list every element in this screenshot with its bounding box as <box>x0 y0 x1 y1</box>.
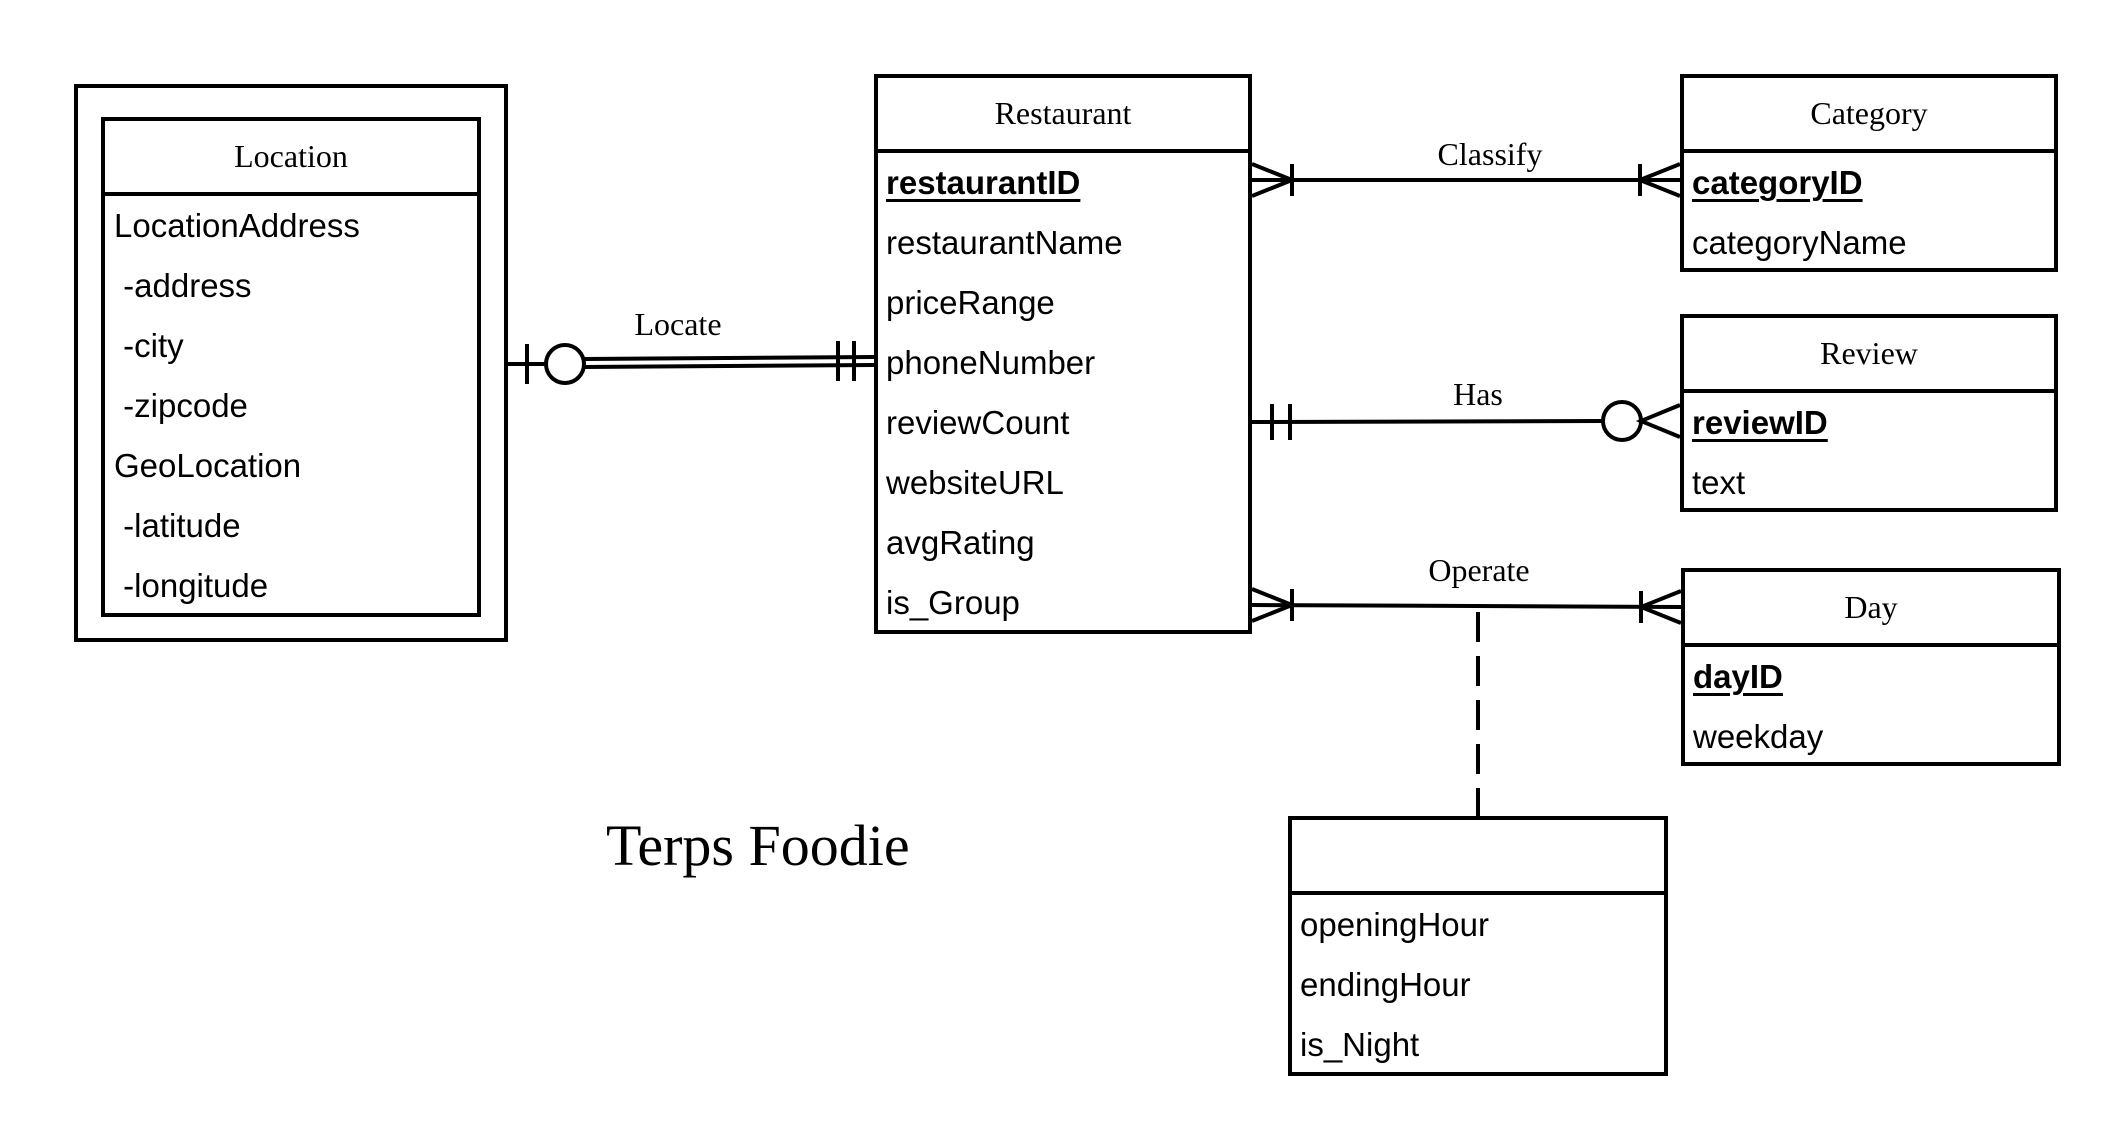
day-entity[interactable]: Day dayID weekday <box>1681 568 2061 766</box>
location-outer-frame <box>74 84 508 642</box>
operate-association-attribute: is_Night <box>1300 1026 1420 1063</box>
restaurant-primary-key: restaurantID <box>886 164 1081 201</box>
has-relationship-line[interactable] <box>1251 400 1681 442</box>
review-primary-key: reviewID <box>1692 404 1828 441</box>
restaurant-attribute: websiteURL <box>886 464 1064 501</box>
has-relationship-label: Has <box>1453 376 1503 412</box>
locate-relationship-label: Locate <box>634 306 722 342</box>
operate-association-entity[interactable]: openingHour endingHour is_Night <box>1288 816 1668 1076</box>
restaurant-attribute: is_Group <box>886 584 1020 621</box>
category-entity[interactable]: Category categoryID categoryName <box>1680 74 2058 272</box>
operate-relationship-line[interactable] <box>1251 587 1682 625</box>
operate-association-attribute: endingHour <box>1300 966 1471 1003</box>
day-entity-title: Day <box>1685 572 2057 647</box>
location-attribute: -zipcode <box>114 387 248 424</box>
restaurant-attribute: phoneNumber <box>886 344 1096 381</box>
restaurant-attribute: avgRating <box>886 524 1035 561</box>
day-primary-key: dayID <box>1693 658 1783 695</box>
location-attribute: -address <box>114 267 252 304</box>
diagram-title: Terps Foodie <box>606 813 910 878</box>
operate-association-title <box>1292 820 1664 895</box>
review-entity-title: Review <box>1684 318 2054 393</box>
restaurant-entity-title: Restaurant <box>878 78 1248 153</box>
category-primary-key: categoryID <box>1692 164 1863 201</box>
location-attribute: GeoLocation <box>114 447 302 484</box>
day-attribute: weekday <box>1693 718 1824 755</box>
restaurant-attribute: reviewCount <box>886 404 1070 441</box>
restaurant-entity[interactable]: Restaurant restaurantID restaurantName p… <box>874 74 1252 634</box>
location-entity[interactable]: Location LocationAddress -address -city … <box>101 117 481 617</box>
location-entity-title: Location <box>105 121 477 196</box>
location-attribute: -longitude <box>114 567 269 604</box>
operate-association-attribute: openingHour <box>1300 906 1489 943</box>
review-entity[interactable]: Review reviewID text <box>1680 314 2058 512</box>
restaurant-attribute: restaurantName <box>886 224 1123 261</box>
classify-relationship-line[interactable] <box>1251 162 1681 198</box>
review-attribute: text <box>1692 464 1746 501</box>
operate-relationship-label: Operate <box>1428 552 1530 588</box>
location-attribute: -latitude <box>114 507 241 544</box>
locate-relationship-line[interactable] <box>508 341 875 385</box>
location-attribute: -city <box>114 327 184 364</box>
classify-relationship-label: Classify <box>1437 136 1543 172</box>
restaurant-attribute: priceRange <box>886 284 1055 321</box>
category-entity-title: Category <box>1684 78 2054 153</box>
location-attribute: LocationAddress <box>114 207 360 244</box>
category-attribute: categoryName <box>1692 224 1907 261</box>
